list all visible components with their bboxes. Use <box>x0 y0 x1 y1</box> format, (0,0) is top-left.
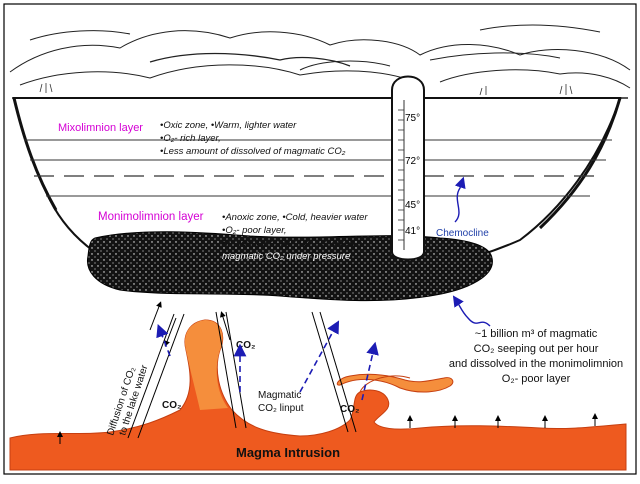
mixolimnion-label: Mixolimnion layer <box>58 122 143 134</box>
magma-up-arrows <box>57 413 598 444</box>
seepage-note-line: O₂- poor layer <box>502 373 571 385</box>
mixolimnion-notes: •Oxic zone, •Warm, lighter water •O₂- ri… <box>160 120 346 157</box>
thermometer-reading: 41° <box>405 226 420 237</box>
seepage-note-line: and dissolved in the monimolimnion <box>449 358 623 370</box>
chemocline-arrow <box>454 176 466 223</box>
mixolimnion-note: •Less amount of dissolved of magmatic CO… <box>160 146 346 157</box>
seepage-note-line: CO₂ seeping out per hour <box>474 343 599 355</box>
monimolimnion-label: Monimolimnion layer <box>98 211 204 223</box>
magmatic-input-channel <box>215 311 247 429</box>
right-fault <box>311 311 357 433</box>
monimolimnion-note: •Anoxic zone, •Cold, heavier water <box>222 212 368 223</box>
thermometer: 75° 72° 45° 41° <box>391 75 425 261</box>
monimolimnion-note: magmatic CO₂ under pressure <box>222 251 350 262</box>
seepage-note-line: ~1 billion m³ of magmatic <box>475 328 598 340</box>
mixolimnion-note: •Oxic zone, •Warm, lighter water <box>160 120 297 131</box>
seepage-note: ~1 billion m³ of magmatic CO₂ seeping ou… <box>449 328 623 385</box>
thermometer-reading: 72° <box>405 156 420 167</box>
co2-label: CO₂ <box>162 400 181 411</box>
magmatic-input-label: Magmatic CO₂ linput <box>258 390 304 414</box>
magma-intrusion-label: Magma Intrusion <box>236 445 340 460</box>
mixolimnion-note: •O₂- rich layer, <box>160 133 221 144</box>
magmatic-input-line: CO₂ linput <box>258 403 304 414</box>
landscape-sketch <box>9 24 631 99</box>
monimolimnion-note: •O₂- poor layer, <box>222 225 287 236</box>
co2-label: CO₂ <box>236 340 255 351</box>
magmatic-input-line: Magmatic <box>258 390 301 401</box>
monimolimnion-note: •Increased amount of dissolved of <box>222 238 366 249</box>
monimolimnion-notes: •Anoxic zone, •Cold, heavier water •O₂- … <box>222 212 368 262</box>
seepage-arrow <box>452 295 491 327</box>
water-layer-lines <box>24 139 612 197</box>
thermometer-reading: 45° <box>405 200 420 211</box>
co2-rise-arrows <box>156 320 379 401</box>
frame <box>3 3 637 475</box>
chemocline-label: Chemocline <box>436 228 489 239</box>
thermometer-reading: 75° <box>405 113 420 124</box>
